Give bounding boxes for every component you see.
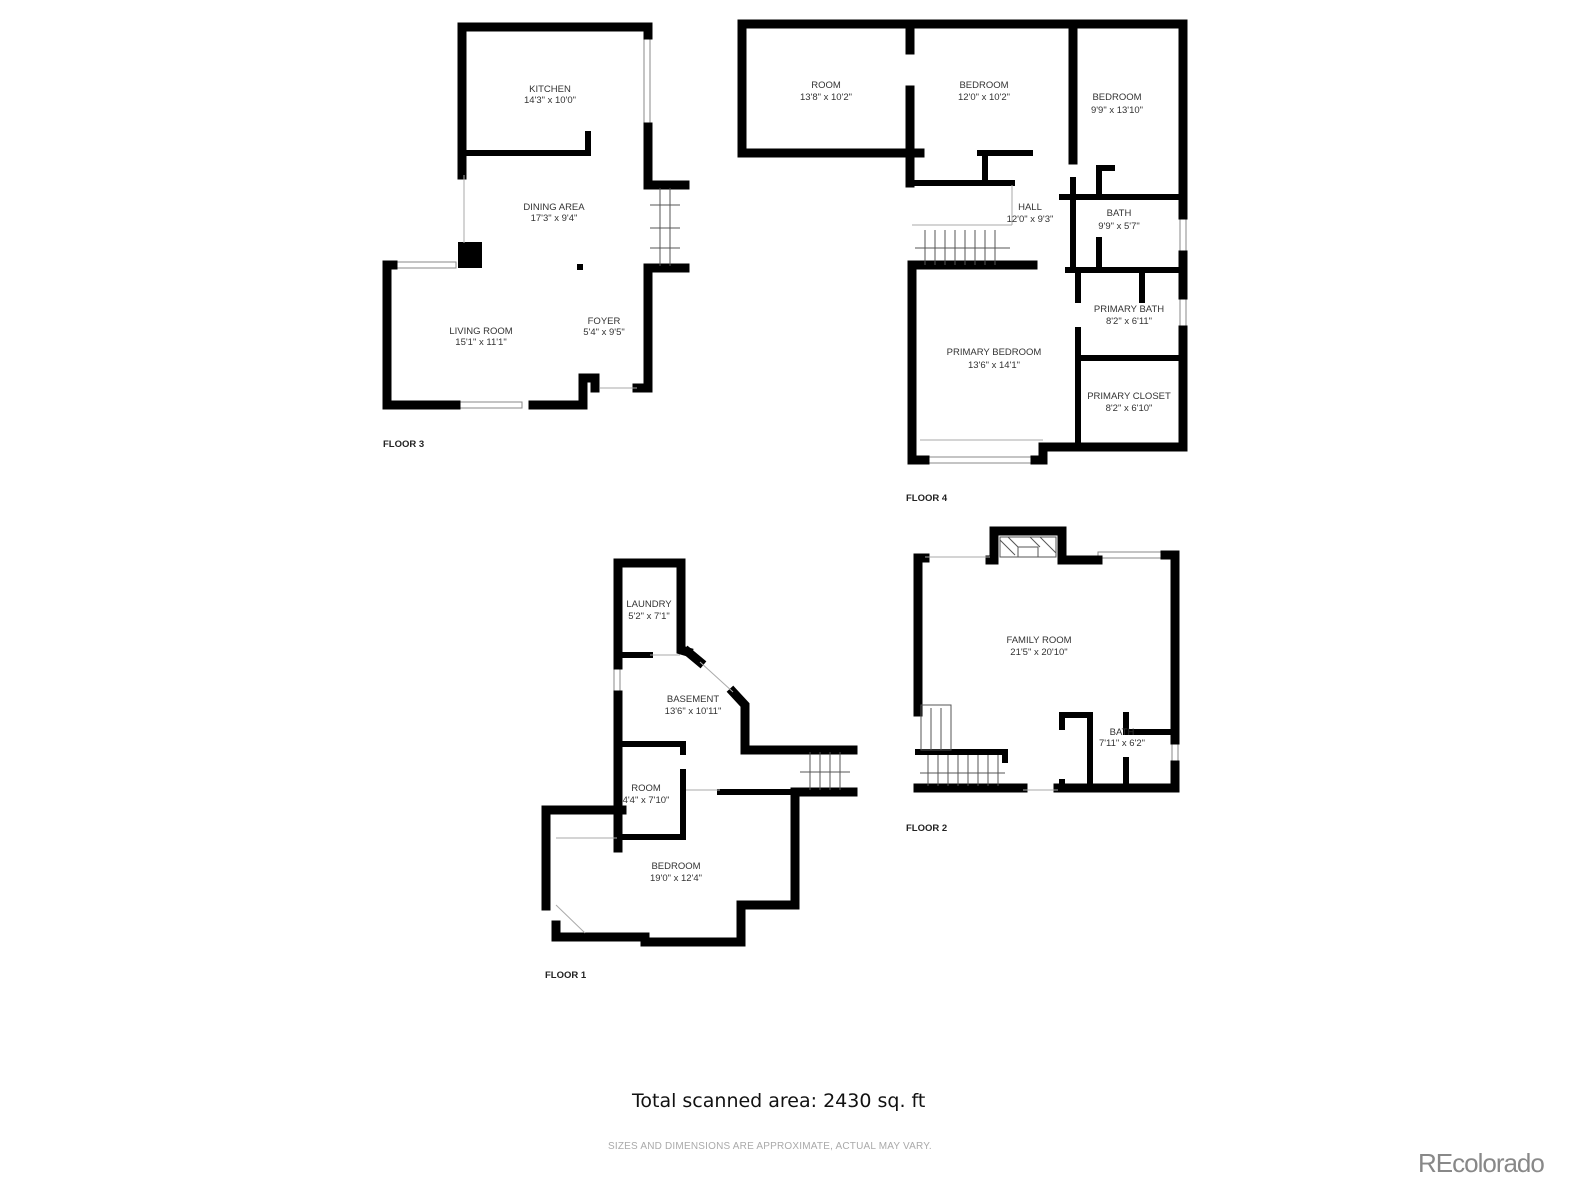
room-dims: 5'2" x 7'1" — [628, 611, 670, 622]
fireplace-hatch — [999, 536, 1057, 558]
room-name: FAMILY ROOM — [1006, 635, 1071, 646]
room-dims: 13'6" x 10'11" — [665, 706, 722, 717]
disclaimer: SIZES AND DIMENSIONS ARE APPROXIMATE, AC… — [608, 1141, 932, 1152]
room-name: HALL — [1018, 202, 1042, 213]
room-dims: 9'9" x 13'10" — [1091, 105, 1143, 116]
room-name: LIVING ROOM — [449, 326, 512, 337]
floor-4-plan: ROOM 13'8" x 10'2" BEDROOM 12'0" x 10'2"… — [737, 19, 1188, 504]
floor-1-plan: LAUNDRY 5'2" x 7'1" BASEMENT 13'6" x 10'… — [541, 558, 858, 981]
room-dims: 17'3" x 9'4" — [531, 213, 578, 224]
room-dims: 21'5" x 20'10" — [1010, 647, 1067, 658]
room-dims: 15'1" x 11'1" — [455, 337, 506, 348]
room-dims: 19'0" x 12'4" — [650, 873, 702, 884]
total-area: Total scanned area: 2430 sq. ft — [632, 1090, 926, 1112]
floor-label: FLOOR 4 — [906, 493, 948, 504]
room-name: BATH — [1107, 208, 1132, 219]
room-name: BEDROOM — [651, 861, 700, 872]
room-name: KITCHEN — [529, 84, 571, 95]
floor-2-plan: FAMILY ROOM 21'5" x 20'10" BATH 7'11" x … — [906, 526, 1180, 834]
room-dims: 12'0" x 10'2" — [958, 92, 1010, 103]
room-name: BEDROOM — [959, 80, 1008, 91]
room-dims: 8'2" x 6'11" — [1106, 316, 1152, 327]
room-name: DINING AREA — [523, 202, 585, 213]
room-name: LAUNDRY — [626, 599, 672, 610]
room-dims: 8'2" x 6'10" — [1106, 403, 1153, 414]
room-name: PRIMARY CLOSET — [1087, 391, 1171, 402]
watermark-logo: REcolorado — [1418, 1148, 1545, 1178]
room-name: PRIMARY BEDROOM — [947, 347, 1042, 358]
floor-3-plan: KITCHEN 14'3" x 10'0" DINING AREA 17'3" … — [382, 22, 690, 450]
room-name: BATH — [1110, 727, 1135, 738]
room-name: BEDROOM — [1092, 92, 1141, 103]
room-dims: 13'8" x 10'2" — [800, 92, 852, 103]
floor-label: FLOOR 3 — [383, 439, 424, 450]
room-dims: 14'3" x 10'0" — [524, 95, 576, 106]
room-dims: 13'6" x 14'1" — [968, 360, 1020, 371]
room-dims: 4'4" x 7'10" — [623, 795, 670, 806]
room-dims: 5'4" x 9'5" — [583, 327, 625, 338]
floor-label: FLOOR 1 — [545, 970, 587, 981]
room-dims: 12'0" x 9'3" — [1007, 214, 1054, 225]
room-dims: 7'11" x 6'2" — [1099, 738, 1145, 749]
room-name: FOYER — [588, 316, 621, 327]
room-dims: 9'9" x 5'7" — [1098, 221, 1140, 232]
room-name: ROOM — [631, 783, 661, 794]
room-name: BASEMENT — [667, 694, 719, 705]
room-name: ROOM — [811, 80, 841, 91]
floor-label: FLOOR 2 — [906, 823, 947, 834]
room-name: PRIMARY BATH — [1094, 304, 1164, 315]
